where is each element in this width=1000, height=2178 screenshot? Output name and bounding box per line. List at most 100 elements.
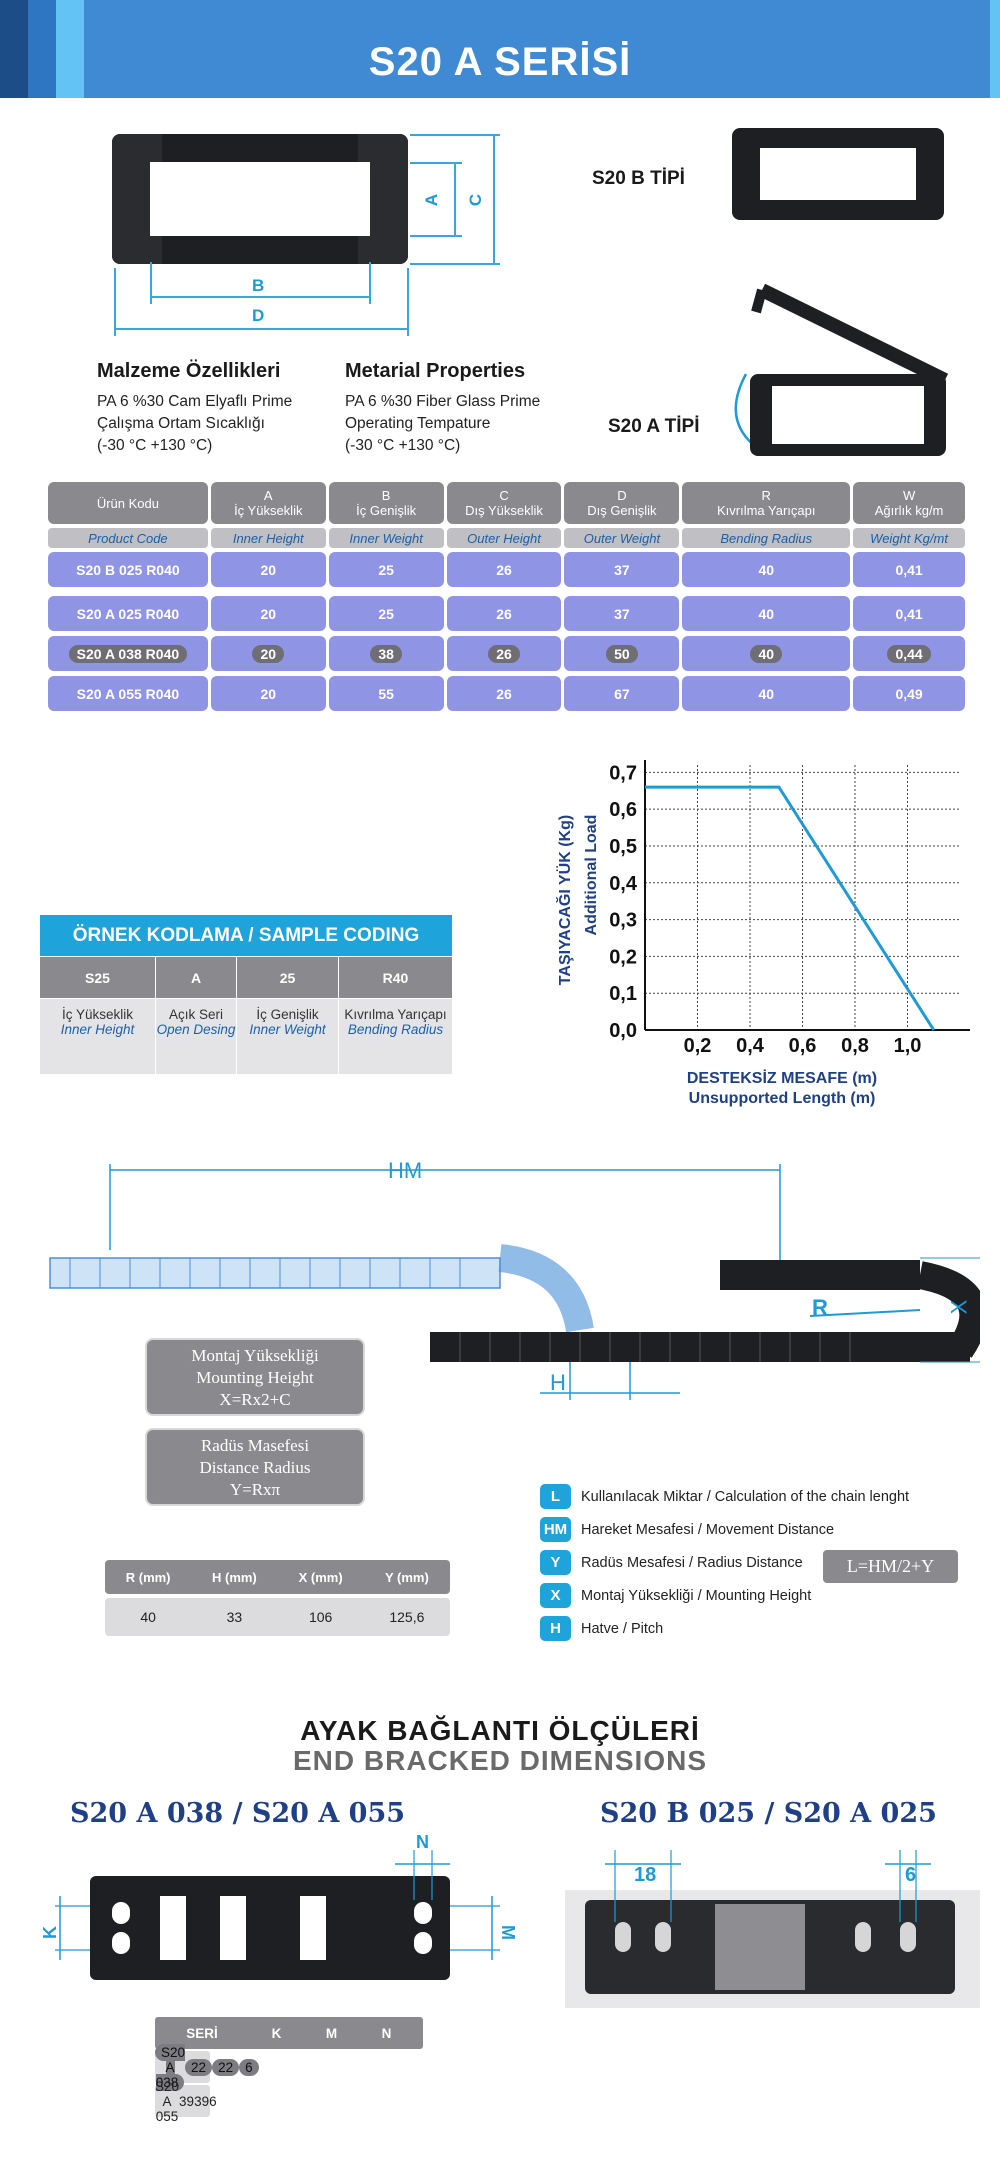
type-a-link-image [734, 283, 949, 456]
hm-dimension-label: HM [388, 1158, 423, 1183]
end-bracket-title-tr: AYAK BAĞLANTI ÖLÇÜLERİ [300, 1715, 700, 1746]
legend-text: Montaj Yüksekliği / Mounting Height [581, 1587, 812, 1604]
material-line: Operating Tempature [345, 415, 491, 432]
dim-d-label: D [252, 306, 265, 325]
dim-n-label: N [416, 1832, 429, 1852]
dim-6-label: 6 [905, 1864, 917, 1886]
spec-subheader-cell: Weight Kg/mt [853, 528, 966, 548]
pitch-h-label: H [550, 1370, 566, 1395]
dim-18-label: 18 [634, 1864, 657, 1886]
spec-cell: S20 A 038 R040 [48, 636, 208, 671]
spec-cell: 20 [210, 552, 326, 587]
type-b-label: S20 B TİPİ [592, 168, 685, 189]
chain-assembly-diagram [49, 1164, 980, 1400]
knm-header-cell: SERİ [186, 2025, 218, 2041]
spec-cell: S20 A 025 R040 [48, 596, 208, 631]
spec-subheader-cell: Bending Radius [682, 528, 851, 548]
chart-ytick-label: 0,3 [609, 910, 637, 932]
chart-xtick-label: 0,2 [684, 1035, 712, 1057]
spec-cell: 25 [328, 596, 444, 631]
end-bracket-right-drawing [565, 1850, 980, 2008]
sample-coding-title: ÖRNEK KODLAMA / SAMPLE CODING [40, 915, 452, 956]
dim-b-tick [369, 262, 371, 304]
dim-a-tick [410, 162, 462, 164]
knm-row: S20 A 038 22 22 6 [155, 2043, 259, 2091]
spec-row: S20 A 038 R040 20 38 26 50 40 0,44 [48, 636, 966, 671]
legend-badge: H [540, 1616, 571, 1641]
dim-d-tick [114, 268, 116, 336]
spec-cell: 20 [210, 596, 326, 631]
spec-subheader-row: Product Code Inner Height Inner Weight O… [48, 528, 966, 548]
spec-subheader-cell: Inner Height [210, 528, 326, 548]
rhxy-header-cell: R (mm) [125, 1569, 171, 1585]
mounting-height-text: Mounting Height [196, 1368, 314, 1387]
dim-d-tick [407, 268, 409, 336]
material-line: PA 6 %30 Cam Elyaflı Prime [97, 393, 293, 410]
chain-length-formula: L=HM/2+Y [823, 1550, 958, 1583]
spec-cell: 26 [446, 552, 562, 587]
rhxy-header-cell: H (mm) [211, 1569, 257, 1585]
chart-ytick-label: 0,2 [609, 946, 637, 968]
spec-cell: 0,41 [853, 552, 966, 587]
material-properties-en: Metarial Properties PA 6 %30 Fiber Glass… [345, 360, 585, 457]
chart-series-line [645, 785, 936, 1031]
dim-b-tick [150, 262, 152, 304]
chart-ytick-label: 0,7 [609, 762, 637, 784]
spec-cell: 0,41 [853, 596, 966, 631]
spec-cell: 26 [446, 636, 562, 671]
radius-r-label: R [812, 1295, 828, 1320]
spec-subheader-cell: Inner Weight [328, 528, 444, 548]
spec-header-cell: Ürün Kodu [48, 482, 208, 524]
chart-xtick-label: 0,4 [736, 1035, 765, 1057]
rhxy-header-cell: X (mm) [298, 1569, 343, 1585]
spec-row: S20 B 025 R040 20 25 26 37 40 0,41 [48, 552, 966, 587]
spec-subheader-cell: Outer Weight [564, 528, 680, 548]
spec-cell: 67 [564, 676, 680, 711]
dim-c-tick [410, 134, 500, 136]
knm-header-row: SERİ K M N [155, 2017, 423, 2049]
rhxy-cell: 106 [308, 1609, 333, 1625]
legend-badge: Y [540, 1550, 571, 1575]
end-bracket-left-title: S20 A 038 / S20 A 055 [70, 1798, 406, 1829]
chart-ylabel-tr: TAŞIYACAĞI YÜK (Kg) [555, 815, 574, 985]
spec-cell: 40 [682, 676, 851, 711]
spec-cell: 26 [446, 596, 562, 631]
chart-ylabel-en: Additional Load [583, 815, 600, 936]
material-line: (-30 °C +130 °C) [345, 437, 461, 454]
mounting-height-text: Montaj Yüksekliği [191, 1346, 319, 1365]
chain-link-front-view [112, 134, 408, 264]
legend-badge: HM [540, 1517, 571, 1542]
spec-subheader-cell: Product Code [48, 528, 208, 548]
dim-b-line [150, 296, 370, 298]
header-stripe [56, 0, 84, 98]
spec-cell: 0,49 [853, 676, 966, 711]
chart-xlabel-en: Unsupported Length (m) [689, 1090, 876, 1107]
knm-cell: S20 A 038 [155, 2043, 186, 2091]
dim-a-line [454, 162, 456, 236]
knm-cell: 22 [185, 2058, 213, 2076]
spec-row: S20 A 025 R040 20 25 26 37 40 0,41 [48, 596, 966, 631]
mounting-height-box: Montaj Yüksekliği Mounting Height X=Rx2+… [145, 1338, 365, 1416]
dim-d-line [114, 328, 408, 330]
chart-xtick-label: 0,8 [841, 1035, 869, 1057]
header-stripe [990, 0, 1000, 98]
rhxy-data-row: 40 33 106 125,6 [105, 1598, 450, 1636]
spec-cell: 38 [328, 636, 444, 671]
header-stripe [28, 0, 56, 98]
end-bracket-title-en: END BRACKED DIMENSIONS [292, 1745, 708, 1776]
rhxy-header-row: R (mm) H (mm) X (mm) Y (mm) [105, 1560, 450, 1594]
chart-xtick-label: 1,0 [894, 1035, 922, 1057]
distance-radius-formula: Y=Rxπ [229, 1480, 281, 1499]
